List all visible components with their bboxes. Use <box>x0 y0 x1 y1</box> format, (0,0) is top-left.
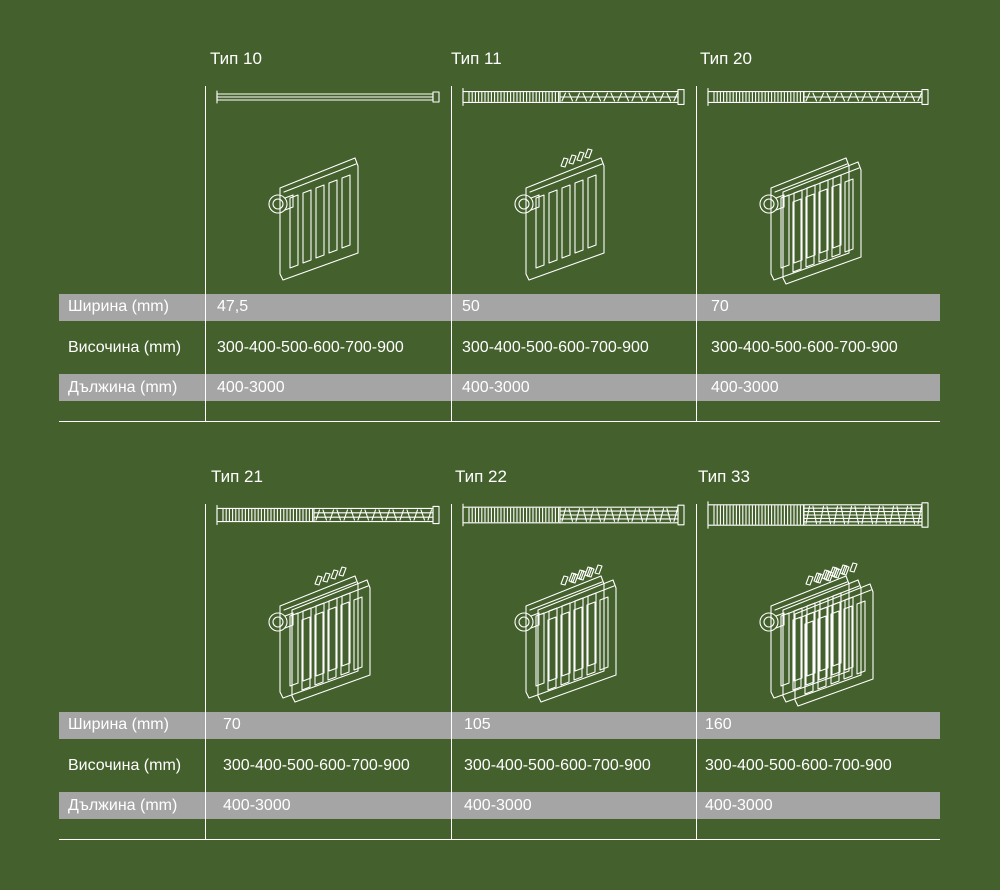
row-band-width <box>59 294 940 321</box>
row-label-length: Дължина (mm) <box>68 379 178 396</box>
section-bottom-rule <box>59 421 940 422</box>
section-bottom-rule <box>59 839 940 840</box>
cell-width: 47,5 <box>217 298 249 315</box>
row-band-width <box>59 712 940 739</box>
cell-height: 300-400-500-600-700-900 <box>462 339 649 356</box>
radiator-drawing <box>268 157 359 281</box>
cell-width: 160 <box>705 716 732 733</box>
radiator-drawing <box>268 566 371 703</box>
radiator-drawing <box>759 157 862 285</box>
top-view-drawing <box>216 504 440 526</box>
row-label-height: Височина (mm) <box>68 339 182 356</box>
cell-width: 70 <box>223 716 241 733</box>
top-view-drawing <box>462 88 685 106</box>
type-title: Тип 10 <box>210 49 262 68</box>
top-view-drawing <box>707 501 929 529</box>
radiator-drawing <box>514 148 605 281</box>
type-title: Тип 22 <box>455 467 507 486</box>
column-divider <box>451 504 452 839</box>
cell-height: 300-400-500-600-700-900 <box>711 339 898 356</box>
top-view-drawing <box>216 90 440 104</box>
cell-length: 400-3000 <box>217 379 285 396</box>
radiator-drawing <box>759 562 874 707</box>
cell-height: 300-400-500-600-700-900 <box>217 339 404 356</box>
top-view-drawing <box>707 88 929 106</box>
cell-length: 400-3000 <box>705 797 773 814</box>
radiator-drawing <box>514 564 617 703</box>
cell-width: 50 <box>462 298 480 315</box>
row-label-length: Дължина (mm) <box>68 797 178 814</box>
type-title: Тип 33 <box>698 467 750 486</box>
column-divider <box>451 86 452 421</box>
row-label-width: Ширина (mm) <box>68 716 169 733</box>
type-title: Тип 11 <box>451 49 502 68</box>
cell-length: 400-3000 <box>711 379 779 396</box>
top-view-drawing <box>462 503 685 527</box>
cell-height: 300-400-500-600-700-900 <box>223 757 410 774</box>
type-title: Тип 20 <box>700 49 752 68</box>
cell-height: 300-400-500-600-700-900 <box>464 757 651 774</box>
row-label-width: Ширина (mm) <box>68 298 169 315</box>
cell-length: 400-3000 <box>223 797 291 814</box>
column-divider <box>205 86 206 421</box>
type-title: Тип 21 <box>211 467 263 486</box>
cell-width: 105 <box>464 716 491 733</box>
column-divider <box>205 504 206 839</box>
column-divider <box>696 504 697 839</box>
cell-length: 400-3000 <box>462 379 530 396</box>
column-divider <box>696 86 697 421</box>
cell-width: 70 <box>711 298 729 315</box>
row-label-height: Височина (mm) <box>68 757 182 774</box>
cell-height: 300-400-500-600-700-900 <box>705 757 892 774</box>
cell-length: 400-3000 <box>464 797 532 814</box>
